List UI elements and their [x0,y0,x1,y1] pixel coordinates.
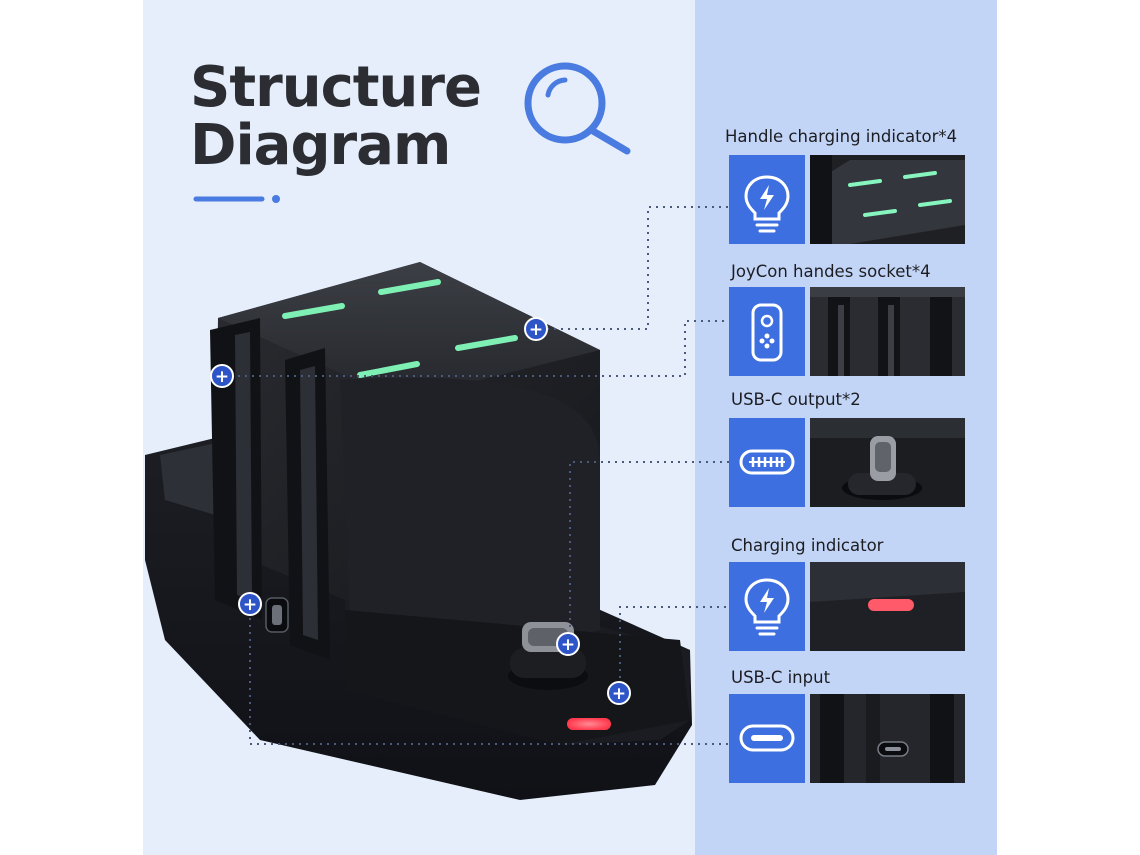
callout-marker-leds: + [524,317,548,341]
callout-marker-usb-output: + [556,632,580,656]
joycon-controller-icon [751,303,783,362]
feature-photo-joycon-socket [810,287,965,376]
usb-c-port-icon [739,449,795,475]
callout-marker-usb-input: + [238,592,262,616]
feature-photo-handle-leds [810,155,965,244]
callout-marker-socket: + [210,364,234,388]
callout-marker-charging-led: + [607,681,631,705]
feature-photo-charging-led [810,562,965,651]
feature-photo-usb-output [810,418,965,507]
svg-text:+: + [612,684,626,704]
svg-text:+: + [215,367,229,387]
green-led-3 [357,361,420,378]
title-line-2: Diagram [190,113,451,178]
feature-icon-box-3 [729,418,805,507]
feature-label-joycon-socket: JoyCon handes socket*4 [731,262,931,281]
feature-label-handle-charging: Handle charging indicator*4 [725,127,958,146]
green-led-1 [282,303,345,319]
handle-charging-leds [282,279,518,378]
callout-markers: + + + + + [210,317,631,705]
magnifier-icon [524,62,631,155]
green-led-4 [455,335,518,351]
usb-c-oval-icon [739,724,795,752]
svg-text:+: + [243,595,257,615]
feature-icon-box-1 [729,155,805,244]
title-line-1: Structure [190,55,482,120]
feature-photo-usb-input [810,694,965,783]
feature-label-usb-output: USB-C output*2 [731,390,861,409]
green-led-2 [378,279,441,295]
svg-text:+: + [529,320,543,340]
lightbulb-bolt-icon [744,175,790,233]
feature-icon-box-5 [729,694,805,783]
feature-icon-box-4 [729,562,805,651]
callout-lines [224,206,729,745]
red-charging-led [567,718,611,730]
title-underline-dot [272,195,280,203]
feature-label-charging-indicator: Charging indicator [731,536,884,555]
svg-text:+: + [561,635,575,655]
lightbulb-bolt-icon [744,578,790,636]
feature-icon-box-2 [729,287,805,376]
dock-tower [210,262,690,745]
feature-label-usb-input: USB-C input [731,668,831,687]
